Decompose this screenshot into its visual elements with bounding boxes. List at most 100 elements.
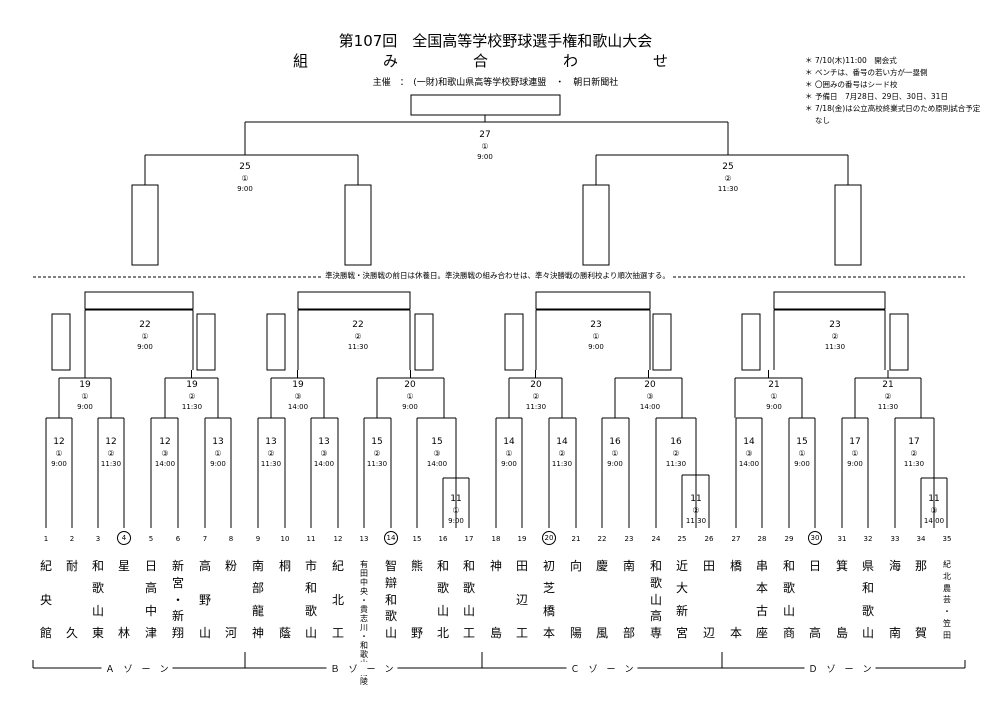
team-number: 32 xyxy=(863,535,873,543)
game-time: 9:00 xyxy=(766,403,782,411)
team-number: 5 xyxy=(148,535,154,543)
game-date: 17 xyxy=(849,437,861,447)
team-number: 29 xyxy=(784,535,794,543)
game-number: ① xyxy=(406,392,414,401)
game-number: ② xyxy=(831,332,839,341)
team-name-char: 部 xyxy=(251,581,264,596)
divider-note: 準決勝戦・決勝戦の前日は休養日。準決勝戦の組み合わせは、準々決勝戦の勝利校より順… xyxy=(30,270,965,281)
game-number: ① xyxy=(592,332,600,341)
team-name-char: 歌 xyxy=(304,603,317,618)
team-name-char: 陽 xyxy=(569,626,582,640)
page-title: 第107回 全国高等学校野球選手権和歌山大会 xyxy=(338,32,653,50)
team-name: 南部龍神 xyxy=(250,560,266,640)
game-time: 11:30 xyxy=(665,460,687,468)
zone-c-label: Ｃ ゾ ー ン xyxy=(566,662,638,675)
team-name-char: 宮 xyxy=(675,625,688,640)
team-name: 和歌山北 xyxy=(435,560,451,640)
team-name-char: 田 xyxy=(702,559,715,573)
team-name-char: 部 xyxy=(622,626,635,640)
team-name-char: 古 xyxy=(755,603,768,618)
team-name: 和歌山商 xyxy=(781,560,797,640)
team-name-char: ・ xyxy=(943,607,951,617)
team-number: 3 xyxy=(95,535,101,543)
game-time: 11:30 xyxy=(260,460,282,468)
team-name: 神島 xyxy=(488,560,504,640)
team-name-char: 山 xyxy=(304,625,317,640)
team-name-char: 耐 xyxy=(65,559,78,573)
game-date: 12 xyxy=(105,437,117,447)
team-name-char: 工 xyxy=(331,626,344,640)
team-name-char: 和 xyxy=(861,581,874,596)
team-name-char: 歌 xyxy=(436,581,449,596)
game-number: ① xyxy=(770,392,778,401)
game-date: 16 xyxy=(609,437,621,447)
team-name-char: 山 xyxy=(91,603,104,618)
game-number: ① xyxy=(214,449,222,458)
game-time: 9:00 xyxy=(794,460,810,468)
organizer: 主催 ： (一財)和歌山県高等学校野球連盟 ・ 朝日新聞社 xyxy=(372,78,619,88)
team-name-char: 山 xyxy=(861,625,874,640)
game-time: 11:30 xyxy=(717,185,739,193)
team-name-char: 商 xyxy=(782,625,795,640)
game-time: 14:00 xyxy=(426,460,448,468)
team-name-char: 央 xyxy=(360,587,368,596)
team-name: 紀北農芸・笠田 xyxy=(939,560,955,640)
game-number: ② xyxy=(558,449,566,458)
game-date: 12 xyxy=(159,437,171,447)
game-number: ② xyxy=(373,449,381,458)
zone-d-label: Ｄ ゾ ー ン xyxy=(804,662,876,675)
winner-box xyxy=(297,291,411,310)
game-date: 23 xyxy=(829,320,841,330)
team-name-char: 央 xyxy=(39,592,52,607)
team-name-char: 山 xyxy=(384,626,397,640)
game-date: 27 xyxy=(479,130,491,140)
team-name: 市和歌山 xyxy=(303,560,319,640)
team-name-char: 大 xyxy=(675,581,688,596)
team-name: 串本古座 xyxy=(754,560,770,640)
game-number: ② xyxy=(724,174,732,183)
team-name-char: 県 xyxy=(861,559,874,573)
game-number: ① xyxy=(55,449,63,458)
team-number: 11 xyxy=(306,535,316,543)
team-name-char: 田 xyxy=(360,569,368,578)
game-time: 9:00 xyxy=(477,153,493,161)
game-number: ② xyxy=(884,392,892,401)
team-name: 耐久 xyxy=(64,560,80,640)
winner-box xyxy=(582,184,610,266)
team-name-char: 日 xyxy=(808,559,821,573)
game-number: ② xyxy=(692,506,700,515)
game-number: ① xyxy=(505,449,513,458)
team-name-char: 南 xyxy=(888,626,901,640)
game-number: ② xyxy=(188,392,196,401)
game-number: ③ xyxy=(433,449,441,458)
team-name-char: 龍 xyxy=(251,603,264,618)
winner-box xyxy=(535,291,651,310)
game-time: 11:30 xyxy=(181,403,203,411)
team-name-char: 和 xyxy=(91,559,104,573)
team-number: 26 xyxy=(704,535,714,543)
winner-box xyxy=(504,313,524,371)
team-name-char: 川 xyxy=(360,623,368,632)
team-name-char: 和 xyxy=(782,559,795,573)
game-time: 11:30 xyxy=(100,460,122,468)
team-name-char: 歌 xyxy=(861,603,874,618)
team-name-char: 近 xyxy=(675,559,688,573)
team-name: 智辯和歌山 xyxy=(383,560,399,640)
winner-box xyxy=(266,313,286,371)
team-name-char: 辯 xyxy=(384,575,397,590)
team-number: 12 xyxy=(333,535,343,543)
team-name-char: 神 xyxy=(251,625,264,640)
team-name-char: 工 xyxy=(515,626,528,640)
